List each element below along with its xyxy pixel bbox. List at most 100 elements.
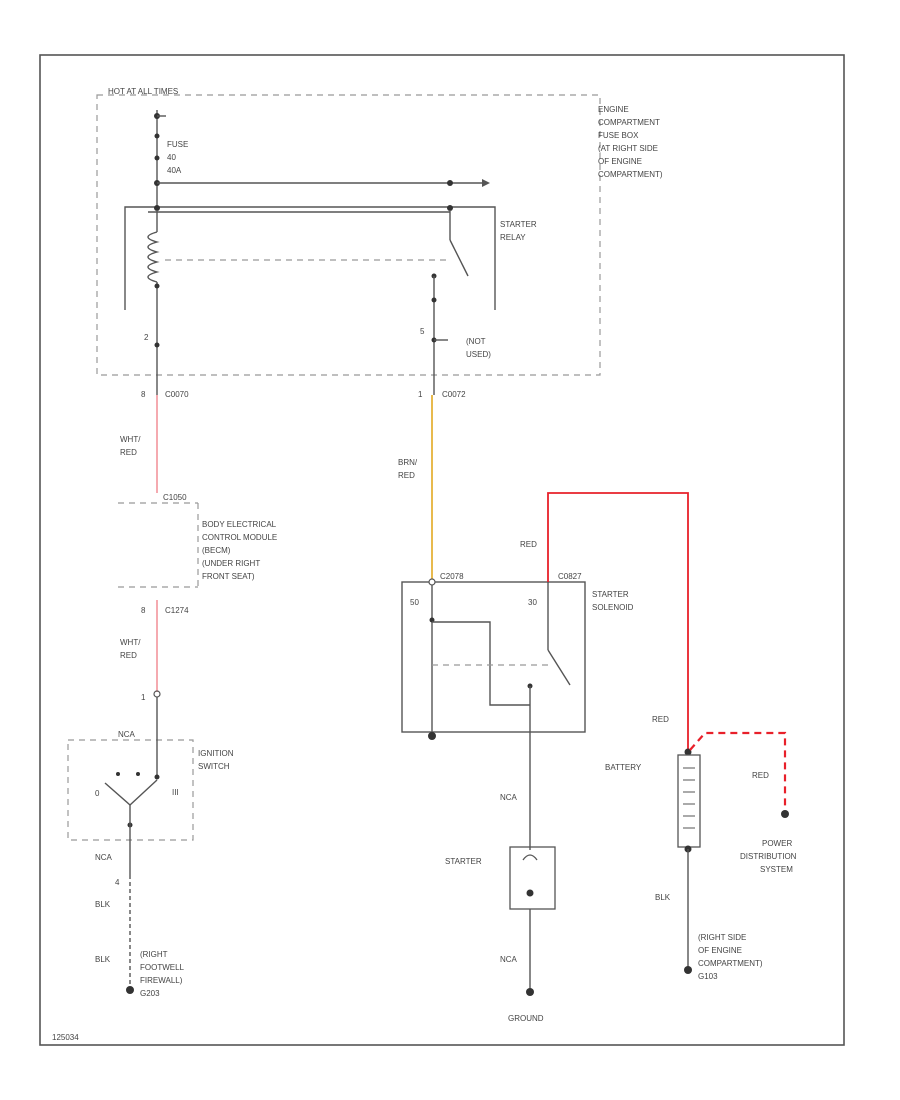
- ignition-line1: IGNITION: [198, 749, 234, 758]
- fuse-node-1: [154, 133, 160, 139]
- starter-motor-box: [509, 846, 556, 910]
- ignition-contact-3: [154, 774, 160, 780]
- relay-pin-node: [431, 297, 437, 303]
- ignition-contact-arm: [104, 782, 131, 806]
- bus-arrow: [482, 179, 490, 187]
- starter-relay-box: [124, 206, 496, 310]
- ignition-pos-0: 0: [95, 789, 100, 798]
- starter-label: STARTER: [445, 857, 482, 866]
- fuse-node-2: [154, 155, 160, 161]
- blk-batt-label: BLK: [655, 893, 671, 902]
- nca-ground-label: NCA: [500, 955, 518, 964]
- coil-pin-node: [154, 342, 160, 348]
- relay-contact-top-node: [447, 205, 453, 211]
- c0070-pin: 8: [141, 390, 146, 399]
- solenoid-t30: 30: [528, 598, 537, 607]
- starter-motor-symbol: [522, 854, 538, 861]
- relay-coil-top-node: [154, 205, 160, 211]
- left-ground-node: [126, 986, 134, 994]
- relay-feed-node: [447, 180, 453, 186]
- right-ground-node: [684, 966, 692, 974]
- solenoid-winding-path: [432, 621, 530, 706]
- fuse-box-line1: ENGINE: [598, 105, 629, 114]
- ground-left-line2: FOOTWELL: [140, 963, 185, 972]
- red-dashed-wire-pds: [689, 731, 787, 812]
- solenoid-line2: SOLENOID: [592, 603, 634, 612]
- ignition-pos-iii: III: [172, 788, 179, 797]
- c0070-label: C0070: [165, 390, 189, 399]
- starter-relay-label-2: RELAY: [500, 233, 526, 242]
- c0072-pin: 1: [418, 390, 423, 399]
- fuse-label: FUSE: [167, 140, 188, 149]
- red-batt-label: RED: [652, 715, 669, 724]
- battery-label: BATTERY: [605, 763, 642, 772]
- fuse-box-line3: FUSE BOX: [598, 131, 639, 140]
- starter-brush-node: [526, 889, 534, 897]
- solenoid-ground-node: [428, 732, 436, 740]
- solenoid-contact-arm: [547, 649, 571, 686]
- fuse-rating: 40: [167, 153, 176, 162]
- relay-contact-arm: [449, 239, 469, 277]
- figure-id: 125034: [52, 1033, 79, 1042]
- coil-bottom-node: [154, 283, 160, 289]
- not-used-line1: (NOT: [466, 337, 486, 346]
- c0072-label: C0072: [442, 390, 466, 399]
- becm-line3: (BECM): [202, 546, 231, 555]
- ground-right-line1: (RIGHT SIDE: [698, 933, 746, 942]
- becm-line5: FRONT SEAT): [202, 572, 255, 581]
- ground-right-line4: G103: [698, 972, 718, 981]
- pds-line1: POWER: [762, 839, 792, 848]
- blk-2-label: BLK: [95, 955, 111, 964]
- wht-red-2b: RED: [120, 651, 137, 660]
- ground-left-line1: (RIGHT: [140, 950, 168, 959]
- nca-ign-label: NCA: [95, 853, 113, 862]
- ignition-contact-link: [129, 779, 158, 806]
- red-wire-solenoid-battery: [547, 492, 689, 752]
- solenoid-line1: STARTER: [592, 590, 629, 599]
- pin-4-label: 4: [115, 878, 120, 887]
- solenoid-winding-node: [429, 617, 435, 623]
- not-used-line2: USED): [466, 350, 491, 359]
- pds-node: [781, 810, 789, 818]
- pds-line2: DISTRIBUTION: [740, 852, 797, 861]
- c1274-pin: 8: [141, 606, 146, 615]
- relay-pin-5: 5: [420, 327, 425, 336]
- ground-right-line3: COMPARTMENT): [698, 959, 763, 968]
- wht-red-1b: RED: [120, 448, 137, 457]
- becm-line2: CONTROL MODULE: [202, 533, 277, 542]
- battery-body: [677, 754, 701, 848]
- starter-ground-node: [526, 988, 534, 996]
- c1050-label: C1050: [163, 493, 187, 502]
- fuse-box-line5: OF ENGINE: [598, 157, 642, 166]
- diagram-frame: [39, 54, 845, 1046]
- brn-red-a: BRN/: [398, 458, 418, 467]
- fuse-box-line4: (AT RIGHT SIDE: [598, 144, 658, 153]
- hot-at-all-times-label: HOT AT ALL TIMES: [108, 87, 178, 96]
- ignition-line2: SWITCH: [198, 762, 230, 771]
- brn-red-b: RED: [398, 471, 415, 480]
- ignition-contact-2: [136, 772, 140, 776]
- ground-left-line3: FIREWALL): [140, 976, 183, 985]
- blk-1-label: BLK: [95, 900, 111, 909]
- relay-coil: [147, 231, 160, 283]
- solenoid-t50: 50: [410, 598, 419, 607]
- starter-solenoid-box: [401, 581, 586, 733]
- fuse-box-line6: COMPARTMENT): [598, 170, 663, 179]
- pin-1-label: 1: [141, 693, 146, 702]
- battery-positive-node: [684, 748, 692, 756]
- ground-left-line4: G203: [140, 989, 160, 998]
- ignition-nca: NCA: [118, 730, 136, 739]
- wht-red-1a: WHT/: [120, 435, 141, 444]
- becm-line1: BODY ELECTRICAL: [202, 520, 277, 529]
- wht-red-2a: WHT/: [120, 638, 141, 647]
- ground-right-line2: OF ENGINE: [698, 946, 742, 955]
- nca-starter-label: NCA: [500, 793, 518, 802]
- c0827-label: C0827: [558, 572, 582, 581]
- red-top-label: RED: [520, 540, 537, 549]
- fuse-amps: 40A: [167, 166, 182, 175]
- ignition-contact-1: [116, 772, 120, 776]
- c1274-label: C1274: [165, 606, 189, 615]
- becm-line4: (UNDER RIGHT: [202, 559, 260, 568]
- ground-label: GROUND: [508, 1014, 544, 1023]
